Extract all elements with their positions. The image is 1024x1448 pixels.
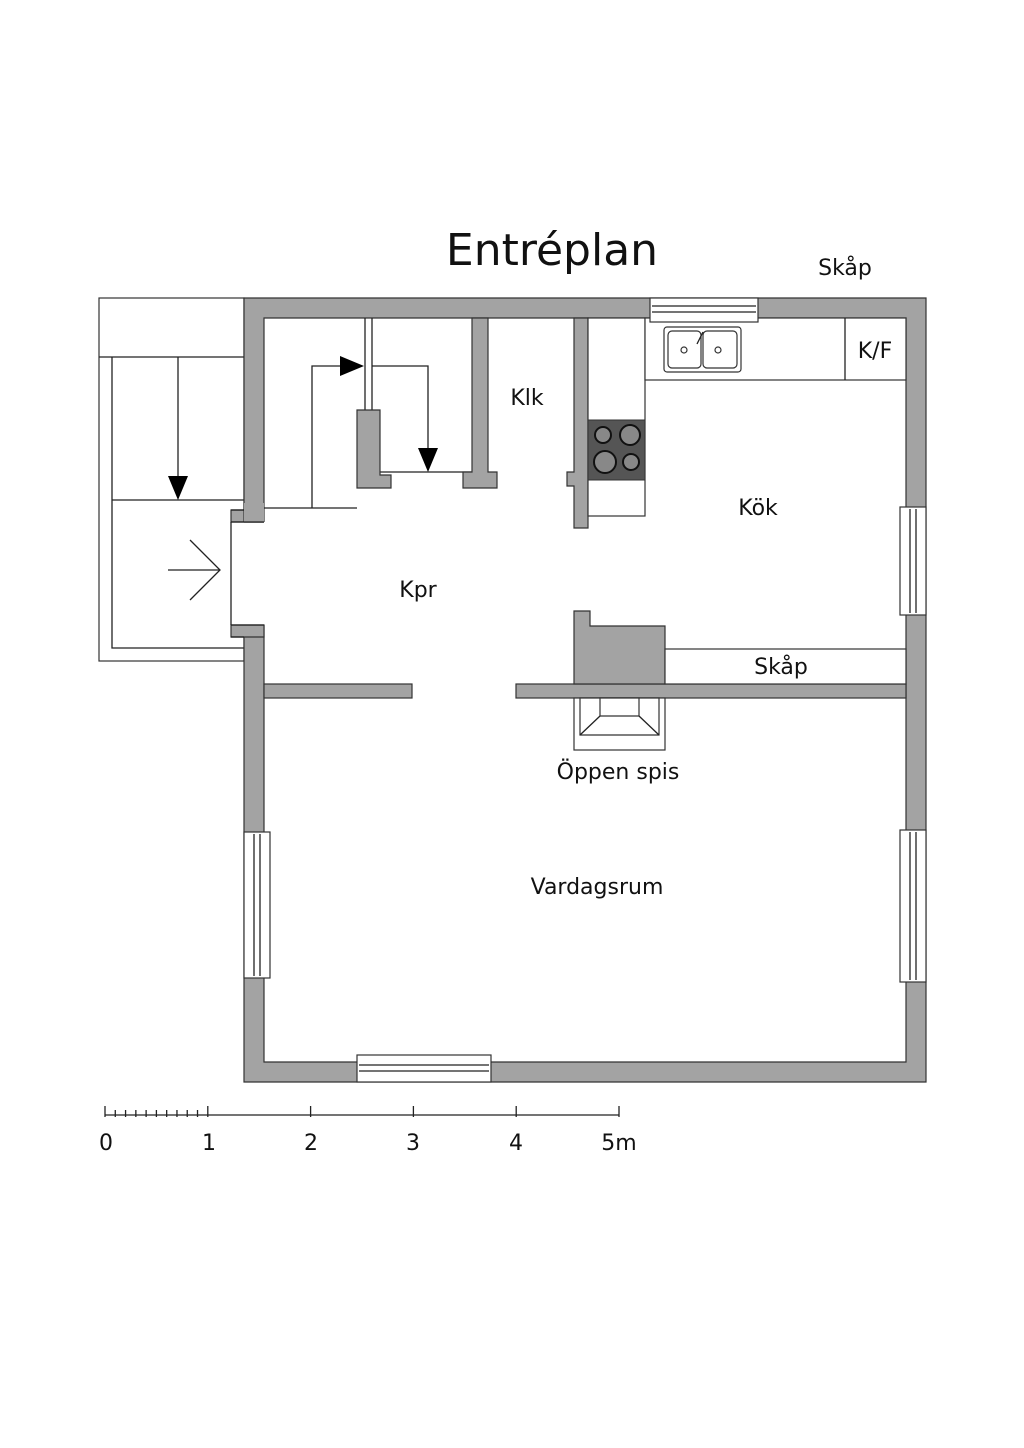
scale-label: 3	[406, 1131, 420, 1156]
stair-down-arrow-icon	[418, 448, 438, 472]
interior-stairs	[264, 318, 472, 509]
fireplace-icon	[573, 697, 666, 751]
scale-label: 2	[304, 1131, 318, 1156]
scale-label: 5m	[601, 1131, 636, 1156]
label-klk: Klk	[510, 386, 544, 411]
stair-up-arrow-icon	[340, 356, 364, 376]
label-kok: Kök	[738, 496, 778, 521]
partition-wall-left	[263, 683, 413, 699]
chimney	[573, 610, 666, 685]
plan-title: Entréplan	[446, 225, 658, 276]
label-kf: K/F	[858, 339, 893, 364]
label-skap-top: Skåp	[818, 255, 872, 281]
label-skap-mid: Skåp	[754, 654, 808, 680]
window-top	[649, 297, 759, 323]
scale-label: 0	[99, 1131, 113, 1156]
window-living-left	[243, 831, 271, 979]
window-kitchen-right	[899, 506, 927, 616]
sink-icon	[663, 326, 742, 373]
scale-bar: 0 1 2 3 4 5m	[99, 1106, 637, 1156]
entrance-stairs	[98, 297, 245, 662]
entrance-door[interactable]	[230, 503, 265, 638]
label-vardagsrum: Vardagsrum	[531, 875, 664, 900]
wardrobe-kitchen	[664, 648, 907, 685]
stove-icon	[587, 419, 646, 481]
scale-label: 4	[509, 1131, 523, 1156]
window-bottom	[356, 1054, 492, 1083]
partition-wall-right	[515, 683, 907, 699]
label-kpr: Kpr	[399, 578, 437, 603]
entrance-arrow-icon	[168, 539, 221, 601]
closet-wall-right	[566, 317, 589, 529]
label-oppen-spis: Öppen spis	[557, 759, 680, 785]
stair-down-arrow-icon	[168, 476, 188, 500]
closet-wall-left	[462, 317, 498, 489]
window-living-right	[899, 829, 927, 983]
scale-label: 1	[202, 1131, 216, 1156]
